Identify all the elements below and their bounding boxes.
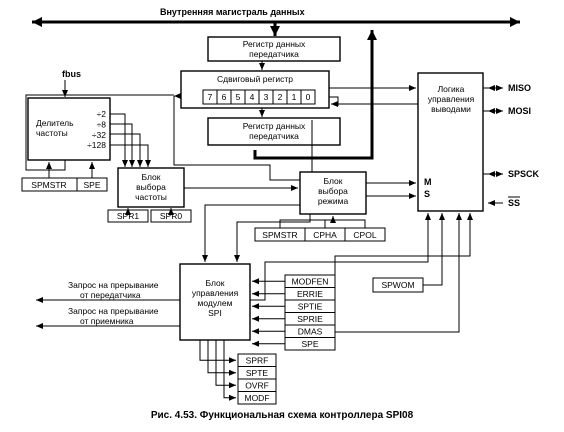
- spi-status-bits: SPRF SPTE OVRF MODF: [199, 340, 277, 405]
- svg-text:Регистр данных: Регистр данных: [243, 121, 306, 131]
- bit-dmas: DMAS: [298, 327, 323, 337]
- mode-select-block: Блок выбора режима SPMSTR CPHA CPOL: [254, 171, 386, 242]
- bit-spte: SPTE: [246, 368, 269, 378]
- svg-text:Блок: Блок: [206, 278, 225, 288]
- shift-bit-6: 6: [222, 92, 227, 102]
- svg-text:передатчика: передатчика: [249, 131, 299, 141]
- tx-interrupt-label-1: Запрос на прерывание: [68, 280, 159, 290]
- frequency-select-block: Блок выбора частоты SPR1 SPR0: [107, 167, 192, 223]
- shift-bit-3: 3: [264, 92, 269, 102]
- figure-caption: Рис. 4.53. Функциональная схема контролл…: [151, 410, 414, 421]
- spi-control-block: Блок управления модулем SPI: [179, 263, 251, 341]
- svg-text:SPI: SPI: [208, 308, 222, 318]
- bit-cpol: CPOL: [353, 230, 376, 240]
- bit-modf: MODF: [244, 393, 269, 403]
- interrupt-requests: Запрос на прерывание от передатчика Запр…: [36, 280, 180, 329]
- bit-ovrf: OVRF: [245, 381, 269, 391]
- bit-spr1: SPR1: [117, 211, 139, 221]
- rx-interrupt-label-1: Запрос на прерывание: [68, 306, 159, 316]
- fbus-label: fbus: [62, 69, 81, 79]
- status-bit-cell: [237, 391, 277, 405]
- svg-text:режима: режима: [318, 196, 349, 206]
- slave-label: S: [424, 189, 430, 199]
- svg-text:Логика: Логика: [438, 84, 465, 94]
- svg-text:передатчика: передатчика: [249, 49, 299, 59]
- status-bit-wire: [215, 340, 236, 389]
- shift-bit-7: 7: [208, 92, 213, 102]
- svg-text:модулем: модулем: [198, 298, 233, 308]
- pin-spsck: SPSCK: [508, 169, 540, 179]
- divider-output: ÷128: [87, 140, 106, 150]
- bit-errie: ERRIE: [297, 289, 323, 299]
- svg-text:частоты: частоты: [36, 128, 68, 138]
- divider-control-bits: SPMSTR SPE: [21, 162, 108, 192]
- spi-control-input-bits: MODFEN ERRIE SPTIE SPRIE DMAS SPE: [252, 274, 336, 351]
- bit-cpha: CPHA: [313, 230, 337, 240]
- pin-control-logic: Логика управления выводами M S: [417, 72, 484, 212]
- rx-interrupt-label-2: от приемника: [80, 316, 134, 326]
- svg-text:выбора: выбора: [318, 186, 348, 196]
- shift-bit-1: 1: [292, 92, 297, 102]
- pins: MISO MOSI SPSCK SS: [483, 83, 540, 208]
- svg-text:управления: управления: [428, 94, 475, 104]
- shift-bit-4: 4: [250, 92, 255, 102]
- divider-output: ÷8: [97, 119, 107, 129]
- tx-data-register: Регистр данных передатчика: [207, 36, 341, 62]
- internal-data-bus: [32, 17, 520, 160]
- bit-spr0: SPR0: [160, 211, 182, 221]
- bit-spe: SPE: [301, 339, 318, 349]
- svg-text:SPE: SPE: [83, 180, 100, 190]
- bit-spmstr-mode: SPMSTR: [262, 230, 297, 240]
- svg-text:выбора: выбора: [136, 182, 166, 192]
- svg-text:Делитель: Делитель: [36, 118, 74, 128]
- svg-text:SPMSTR: SPMSTR: [31, 180, 66, 190]
- svg-text:управления: управления: [192, 288, 239, 298]
- svg-text:Блок: Блок: [324, 176, 343, 186]
- shift-bit-2: 2: [278, 92, 283, 102]
- shift-bit-cell: [300, 89, 316, 105]
- shift-bit-5: 5: [236, 92, 241, 102]
- shift-register-label: Сдвиговый регистр: [217, 74, 293, 84]
- status-bit-wire: [223, 340, 236, 401]
- bit-modfen: MODFEN: [292, 277, 329, 287]
- status-bit-wire: [199, 340, 236, 364]
- status-bit-wire: [207, 340, 236, 376]
- pin-mosi: MOSI: [508, 106, 531, 116]
- svg-text:Регистр данных: Регистр данных: [243, 39, 306, 49]
- master-label: M: [424, 177, 432, 187]
- tx-interrupt-label-2: от передатчика: [80, 290, 141, 300]
- pin-miso: MISO: [508, 83, 531, 93]
- shift-bit-0: 0: [306, 92, 311, 102]
- divider-output: ÷32: [92, 130, 106, 140]
- rx-data-register: Регистр данных передатчика: [207, 117, 341, 146]
- spwom-bit: SPWOM: [372, 213, 445, 293]
- clock-divider: Делитель частоты ÷2÷8÷32÷128: [27, 97, 111, 161]
- svg-text:SPWOM: SPWOM: [381, 280, 414, 290]
- pin-ss: SS: [508, 198, 520, 208]
- bit-sptie: SPTIE: [298, 302, 323, 312]
- bit-sprf: SPRF: [246, 356, 269, 366]
- divider-output: ÷2: [97, 109, 107, 119]
- svg-text:Блок: Блок: [142, 172, 161, 182]
- svg-text:частоты: частоты: [135, 192, 167, 202]
- bit-sprie: SPRIE: [297, 314, 323, 324]
- bus-label: Внутренняя магистраль данных: [160, 7, 305, 17]
- svg-text:выводами: выводами: [431, 104, 471, 114]
